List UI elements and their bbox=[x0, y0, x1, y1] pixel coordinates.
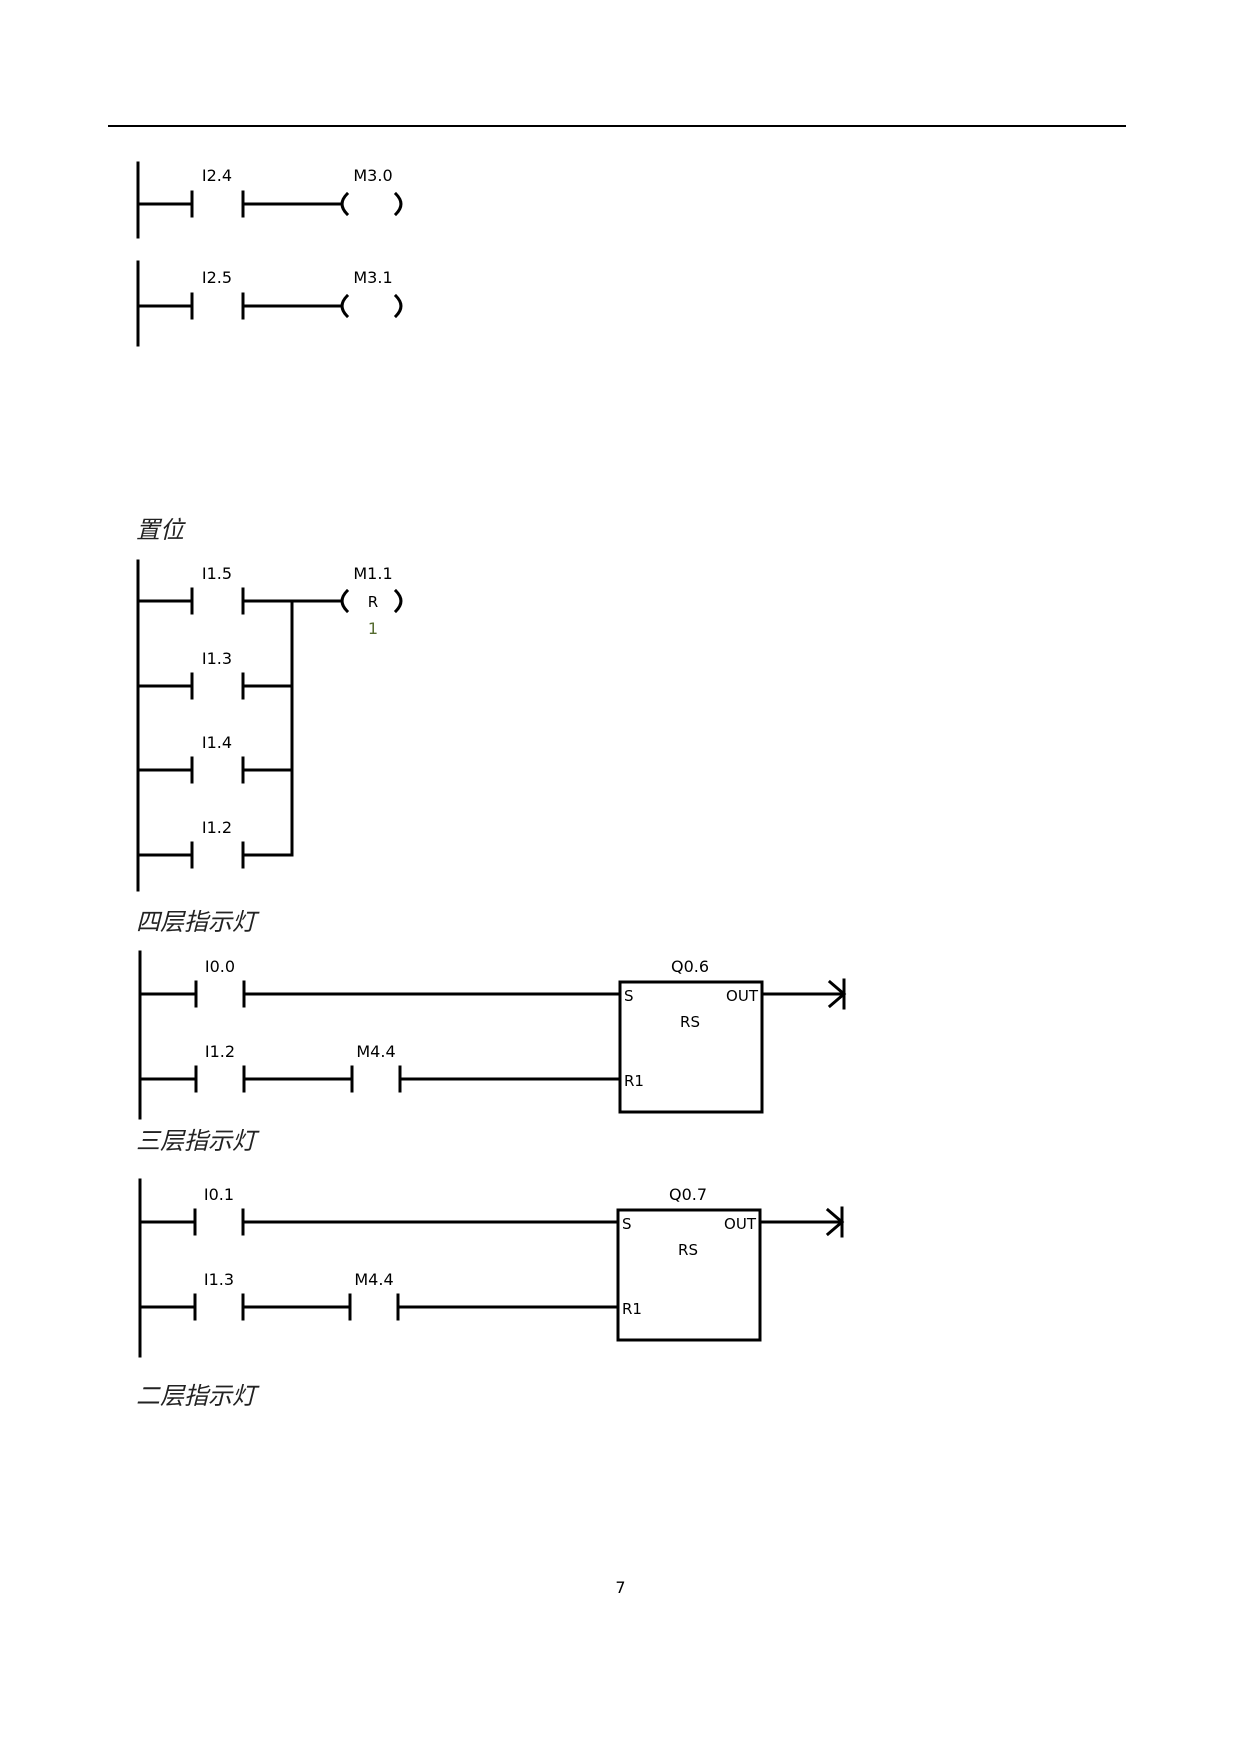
block-type: RS bbox=[678, 1241, 698, 1259]
contact-no: I0.0 bbox=[138, 957, 622, 1008]
page-number: 7 bbox=[615, 1578, 626, 1597]
contact-no: M4.4 bbox=[348, 1270, 620, 1321]
block-type: RS bbox=[680, 1013, 700, 1031]
contact-no: I1.4 bbox=[136, 733, 294, 784]
contact-label: I1.2 bbox=[205, 1042, 235, 1061]
coil: M3.1 bbox=[340, 268, 403, 319]
contact-no: I1.2 bbox=[136, 818, 294, 869]
coil-parameter: 1 bbox=[368, 619, 378, 638]
contact-no: I1.2 bbox=[138, 1042, 354, 1093]
ladder-network-2: I2.5 M3.1 bbox=[136, 260, 403, 347]
contact-no: I1.5 bbox=[136, 564, 342, 615]
contact-label: I1.3 bbox=[204, 1270, 234, 1289]
contact-label: I0.0 bbox=[205, 957, 235, 976]
rs-block: Q0.6 RS S R1 OUT bbox=[618, 957, 764, 1114]
section-heading: 二层指示灯 bbox=[136, 1382, 256, 1410]
contact-label: I1.2 bbox=[202, 818, 232, 837]
block-name: Q0.7 bbox=[669, 1185, 707, 1204]
coil-label: M3.0 bbox=[353, 166, 392, 185]
pin-r1: R1 bbox=[624, 1072, 644, 1090]
pin-s: S bbox=[624, 987, 634, 1005]
contact-label: I2.4 bbox=[202, 166, 232, 185]
ladder-network-5: I0.1 I1.3 M4.4 Q0.7 RS S R1 OUT bbox=[138, 1178, 845, 1358]
coil-label: M1.1 bbox=[353, 564, 392, 583]
rs-block: Q0.7 RS S R1 OUT bbox=[616, 1185, 762, 1342]
contact-label: I2.5 bbox=[202, 268, 232, 287]
output-arrow bbox=[760, 978, 847, 1010]
coil-type: R bbox=[368, 593, 378, 611]
contact-label: I1.4 bbox=[202, 733, 232, 752]
contact-no: I1.3 bbox=[136, 649, 294, 700]
pin-s: S bbox=[622, 1215, 632, 1233]
section-heading: 四层指示灯 bbox=[136, 908, 256, 936]
coil: M3.0 bbox=[340, 166, 403, 217]
coil-label: M3.1 bbox=[353, 268, 392, 287]
block-name: Q0.6 bbox=[671, 957, 709, 976]
contact-no: I2.4 bbox=[136, 166, 342, 218]
output-arrow bbox=[758, 1206, 845, 1238]
ladder-network-4: I0.0 I1.2 M4.4 Q0.6 RS S R1 OUT bbox=[138, 950, 847, 1120]
section-heading: 三层指示灯 bbox=[136, 1127, 256, 1155]
contact-label: I0.1 bbox=[204, 1185, 234, 1204]
contact-label: M4.4 bbox=[356, 1042, 395, 1061]
contact-no: I1.3 bbox=[138, 1270, 352, 1321]
pin-out: OUT bbox=[726, 987, 759, 1005]
contact-no: I0.1 bbox=[138, 1185, 620, 1236]
section-heading: 置位 bbox=[136, 516, 184, 544]
pin-r1: R1 bbox=[622, 1300, 642, 1318]
header-rule bbox=[108, 125, 1126, 127]
contact-no: I2.5 bbox=[136, 268, 342, 320]
reset-coil: M1.1 R 1 bbox=[340, 564, 403, 638]
pin-out: OUT bbox=[724, 1215, 757, 1233]
contact-label: I1.5 bbox=[202, 564, 232, 583]
contact-label: I1.3 bbox=[202, 649, 232, 668]
ladder-network-1: I2.4 M3.0 bbox=[136, 161, 403, 239]
contact-no: M4.4 bbox=[350, 1042, 622, 1093]
contact-label: M4.4 bbox=[354, 1270, 393, 1289]
ladder-network-3: I1.5 I1.3 I1.4 I1.2 M1.1 R 1 bbox=[136, 559, 403, 892]
